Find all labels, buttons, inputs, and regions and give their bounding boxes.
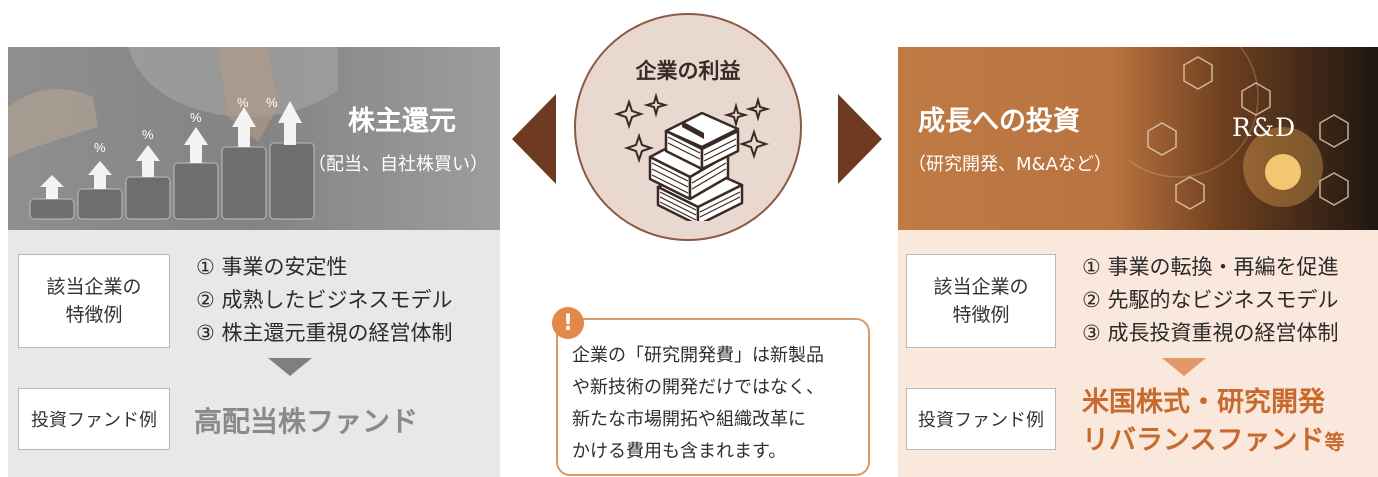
down-triangle-icon	[268, 358, 312, 376]
warning-icon: !	[552, 307, 584, 339]
corporate-profit-circle: 企業の利益	[574, 13, 802, 241]
note-line: 新たな市場開拓や組織改革に	[572, 409, 806, 430]
feature-label-line: 該当企業の	[933, 276, 1029, 298]
growth-investment-subtitle: （研究開発、M&Aなど）	[908, 154, 1112, 175]
atom-icon	[1241, 82, 1271, 116]
ai-icon	[1319, 114, 1349, 148]
right-feature-list: ① 事業の転換・再編を促進 ② 先駆的なビジネスモデル ③ 成長投資重視の経営体…	[1082, 251, 1339, 350]
down-triangle-icon	[1162, 358, 1206, 376]
feature-label-line: 特徴例	[65, 304, 123, 326]
feature-item: ② 成熟したビジネスモデル	[196, 288, 453, 312]
chip-icon	[1319, 172, 1349, 206]
fund-name-suffix: 等	[1324, 430, 1345, 454]
lightbulb-icon	[1265, 154, 1301, 190]
left-arrow-icon	[512, 94, 556, 184]
right-feature-label-box: 該当企業の 特徴例	[906, 254, 1056, 348]
right-fund-label-box: 投資ファンド例	[906, 388, 1056, 450]
feature-item: ③ 成長投資重視の経営体制	[1082, 321, 1339, 345]
rd-label: R&D	[1232, 113, 1297, 142]
left-fund-name: 高配当株ファンド	[194, 405, 419, 438]
fund-name-main: リバランスファンド	[1082, 425, 1325, 456]
left-fund-label-box: 投資ファンド例	[18, 388, 170, 450]
percent-mark: %	[237, 95, 249, 110]
sparkle-icon	[613, 92, 771, 164]
rd-note-box: 企業の「研究開発費」は新製品 や新技術の開発だけではなく、 新たな市場開拓や組織…	[556, 318, 870, 476]
feature-item: ① 事業の安定性	[196, 255, 348, 279]
percent-mark: %	[94, 140, 106, 155]
feature-item: ③ 株主還元重視の経営体制	[196, 321, 453, 345]
corporate-profit-title: 企業の利益	[635, 59, 741, 83]
shareholder-return-subtitle: （配当、自社株買い）	[308, 154, 488, 175]
percent-mark: %	[190, 110, 202, 125]
growth-investment-title: 成長への投資	[918, 106, 1080, 137]
feature-item: ② 先駆的なビジネスモデル	[1082, 288, 1339, 312]
right-fund-name: 米国株式・研究開発 リバランスファンド等	[1082, 384, 1344, 461]
flask-icon	[1175, 176, 1205, 210]
percent-mark: %	[142, 127, 154, 142]
shareholder-return-hero: % % % % % 株主還元 （配当、自社株買い）	[8, 47, 500, 230]
hand-right-icon	[218, 47, 278, 142]
fund-name-line: 米国株式・研究開発	[1082, 387, 1325, 418]
note-line: かける費用も含まれます。	[572, 441, 787, 462]
money-stack-icon	[613, 92, 771, 221]
left-feature-label-box: 該当企業の 特徴例	[18, 254, 170, 348]
fund-name-line: リバランスファンド等	[1082, 422, 1344, 461]
feature-label-line: 特徴例	[952, 304, 1010, 326]
hand-left-icon	[8, 89, 98, 157]
feature-item: ① 事業の転換・再編を促進	[1082, 255, 1339, 279]
innovation-illustration	[1128, 47, 1349, 210]
growth-investment-hero: R&D 成長への投資 （研究開発、M&Aなど）	[898, 47, 1378, 230]
note-line: 企業の「研究開発費」は新製品	[572, 345, 824, 366]
percent-mark: %	[266, 95, 278, 110]
coin-stack-illustration: % % % % %	[8, 47, 338, 220]
hexagon-icon	[1183, 56, 1213, 90]
rd-note-text: 企業の「研究開発費」は新製品 や新技術の開発だけではなく、 新たな市場開拓や組織…	[572, 340, 862, 468]
feature-label-line: 該当企業の	[46, 276, 142, 298]
left-feature-list: ① 事業の安定性 ② 成熟したビジネスモデル ③ 株主還元重視の経営体制	[196, 251, 453, 350]
arrow-up-icon	[40, 101, 302, 199]
gear-icon	[1147, 122, 1177, 156]
right-arrow-icon	[838, 94, 882, 184]
shareholder-return-title: 株主還元	[348, 106, 456, 137]
note-line: や新技術の開発だけではなく、	[572, 377, 824, 398]
